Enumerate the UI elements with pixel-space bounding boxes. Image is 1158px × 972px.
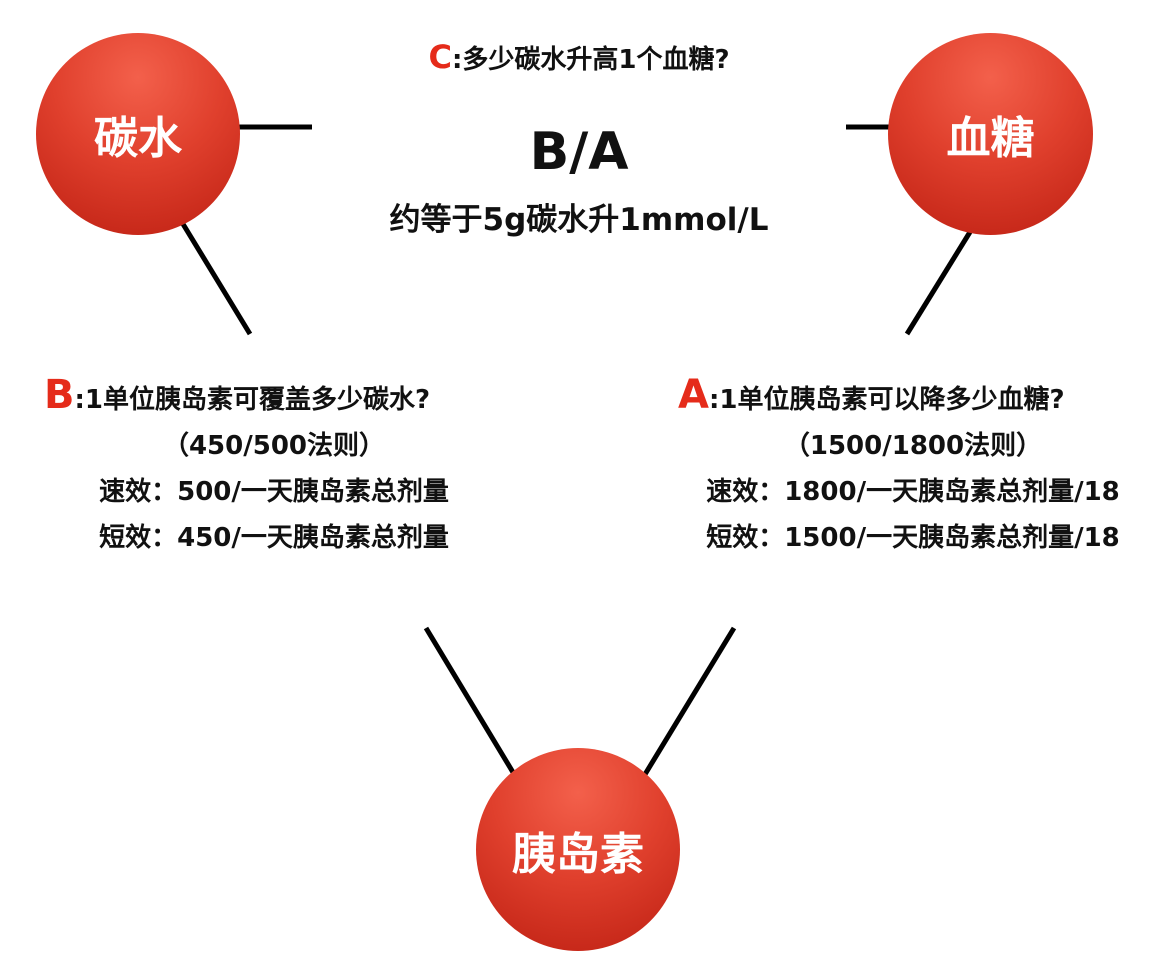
sugar-to-right-connector: [904, 230, 973, 336]
c-letter: C: [428, 38, 452, 76]
a-rule: （1500/1800法则）: [783, 431, 1043, 461]
b-question: B:1单位胰岛素可覆盖多少碳水?: [44, 372, 504, 423]
a-block: A:1单位胰岛素可以降多少血糖? （1500/1800法则） 速效：1800/一…: [678, 372, 1148, 561]
carb-node-label: 碳水: [94, 113, 182, 164]
a-question-text: :1单位胰岛素可以降多少血糖?: [708, 385, 1065, 415]
b-rule: （450/500法则）: [162, 431, 386, 461]
insulin-to-left-connector: [423, 626, 517, 776]
carb-to-left-connector: [180, 222, 253, 336]
b-letter: B: [44, 372, 75, 418]
blood-sugar-node: 血糖: [888, 33, 1093, 235]
carb-node: 碳水: [36, 33, 240, 235]
c-question-text: :多少碳水升高1个血糖?: [451, 45, 730, 75]
b-question-text: :1单位胰岛素可覆盖多少碳水?: [74, 385, 431, 415]
c-question: C:多少碳水升高1个血糖?: [0, 38, 1158, 76]
a-question: A:1单位胰岛素可以降多少血糖?: [678, 372, 1148, 423]
a-fast-formula: 速效：1800/一天胰岛素总剂量/18: [706, 477, 1120, 507]
insulin-to-right-connector: [641, 626, 737, 778]
a-letter: A: [678, 372, 709, 418]
b-short-formula: 短效：450/一天胰岛素总剂量: [99, 523, 449, 553]
ratio-title: B/A: [529, 122, 629, 182]
insulin-node-label: 胰岛素: [512, 828, 644, 880]
b-block: B:1单位胰岛素可覆盖多少碳水? （450/500法则） 速效：500/一天胰岛…: [44, 372, 504, 561]
b-fast-formula: 速效：500/一天胰岛素总剂量: [99, 477, 449, 507]
insulin-node: 胰岛素: [476, 748, 680, 951]
ratio-note: 约等于5g碳水升1mmol/L: [389, 202, 769, 238]
a-short-formula: 短效：1500/一天胰岛素总剂量/18: [706, 523, 1120, 553]
blood-sugar-node-label: 血糖: [946, 113, 1035, 164]
